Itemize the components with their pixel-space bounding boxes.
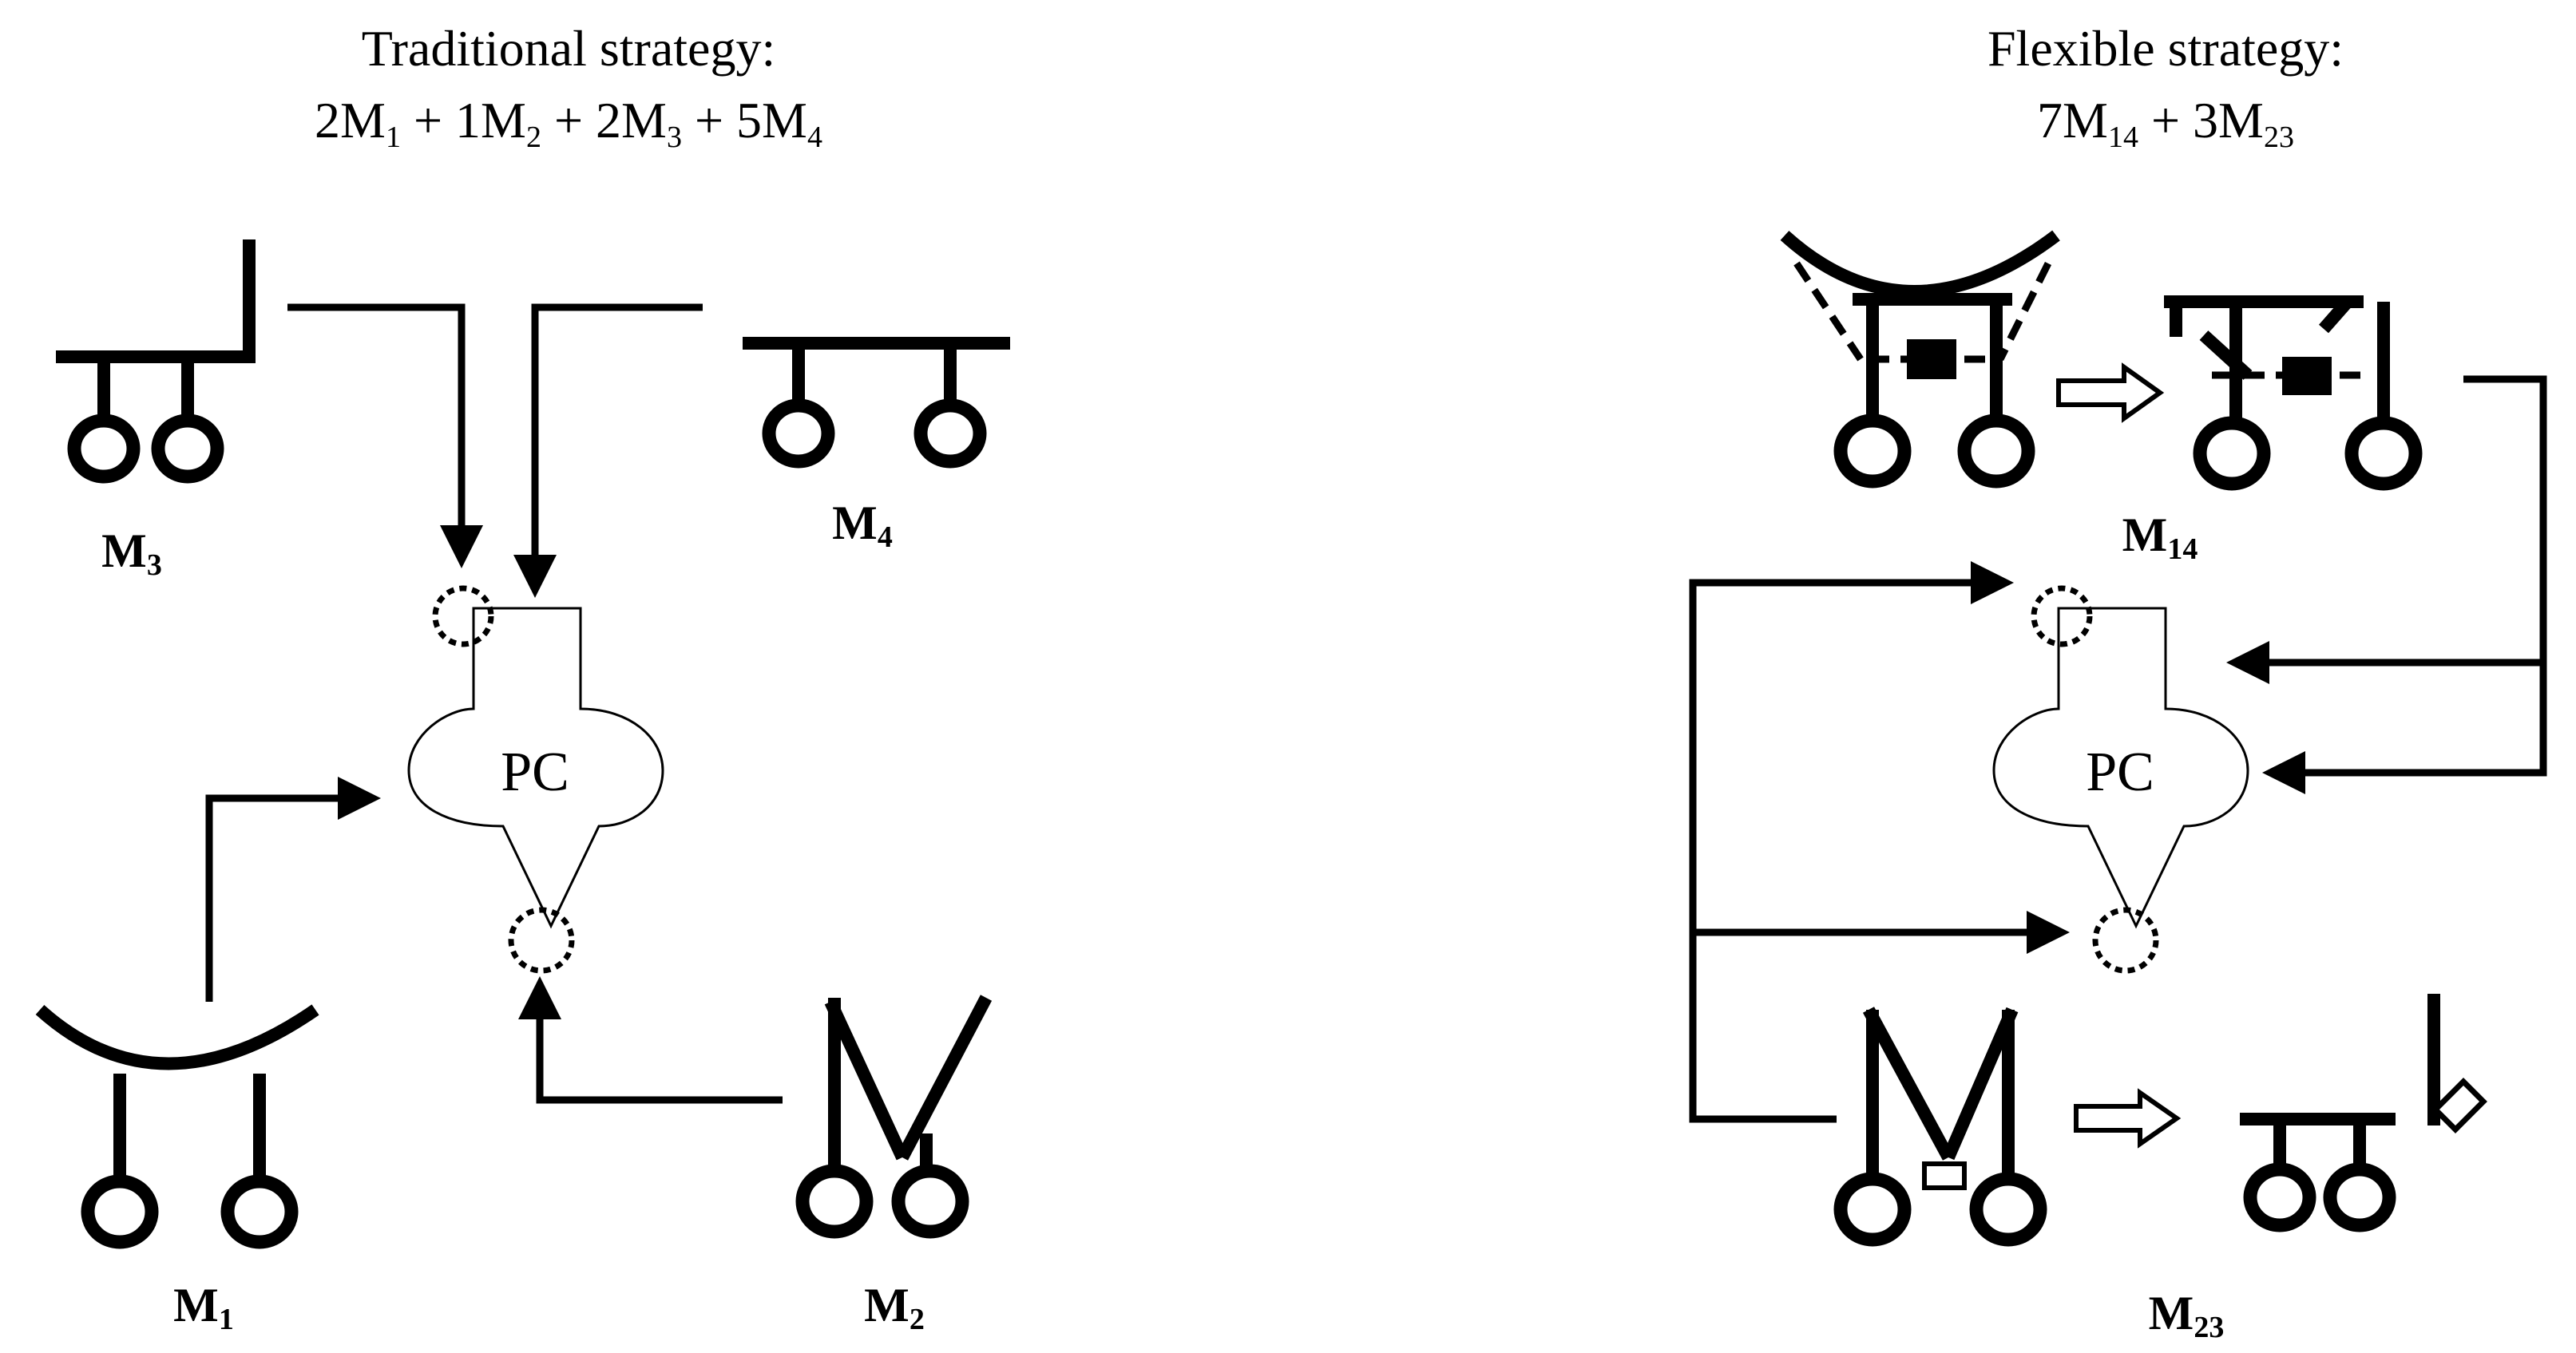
m23-neuron-after-icon — [2240, 994, 2487, 1232]
m4-label: M4 — [832, 496, 893, 554]
conversion-arrow-top-icon — [2056, 362, 2165, 423]
m2-label: M2 — [864, 1279, 925, 1336]
traditional-title: Traditional strategy: — [362, 20, 775, 77]
flexible-strategy-panel: Flexible strategy: 7M14 + 3M23 — [1689, 20, 2547, 1344]
m14-after-soma-marker — [2282, 357, 2332, 395]
m1-label: M1 — [173, 1279, 234, 1336]
dendrite-synapse-marker-right — [2031, 585, 2093, 647]
dendrite-synapse-marker-left — [432, 585, 494, 647]
m14-before-soma-marker — [1907, 339, 1956, 379]
m14-neuron-after-icon — [2164, 295, 2423, 491]
purkinje-cell-right: PC — [1992, 585, 2249, 974]
flexible-formula: 7M14 + 3M23 — [2037, 92, 2294, 154]
m1-neuron-icon — [35, 1004, 319, 1249]
soma-synapse-marker-right — [2092, 907, 2159, 974]
pc-label-left: PC — [501, 742, 569, 803]
m14-label: M14 — [2122, 508, 2198, 566]
m3-label: M3 — [101, 524, 162, 582]
m3-neuron-icon — [56, 239, 256, 484]
flexible-title: Flexible strategy: — [1987, 20, 2344, 77]
m4-neuron-icon — [743, 337, 1010, 469]
left-connections — [205, 303, 783, 1104]
pc-label-right: PC — [2086, 742, 2154, 803]
m23-label: M23 — [2149, 1287, 2225, 1344]
m14-neuron-before-icon — [1780, 230, 2060, 489]
m23-neuron-before-icon — [1833, 1007, 2047, 1247]
soma-synapse-marker-left — [508, 907, 575, 974]
m23-after-marker — [2431, 1078, 2487, 1133]
traditional-strategy-panel: Traditional strategy: 2M1 + 1M2 + 2M3 + … — [35, 20, 1010, 1336]
purkinje-cell-left: PC — [407, 585, 664, 974]
conversion-arrow-bottom-icon — [2074, 1088, 2182, 1149]
m23-before-marker — [1922, 1161, 1967, 1190]
right-connections — [1689, 375, 2547, 1123]
m2-neuron-icon — [795, 995, 993, 1239]
traditional-formula: 2M1 + 1M2 + 2M3 + 5M4 — [315, 92, 822, 154]
